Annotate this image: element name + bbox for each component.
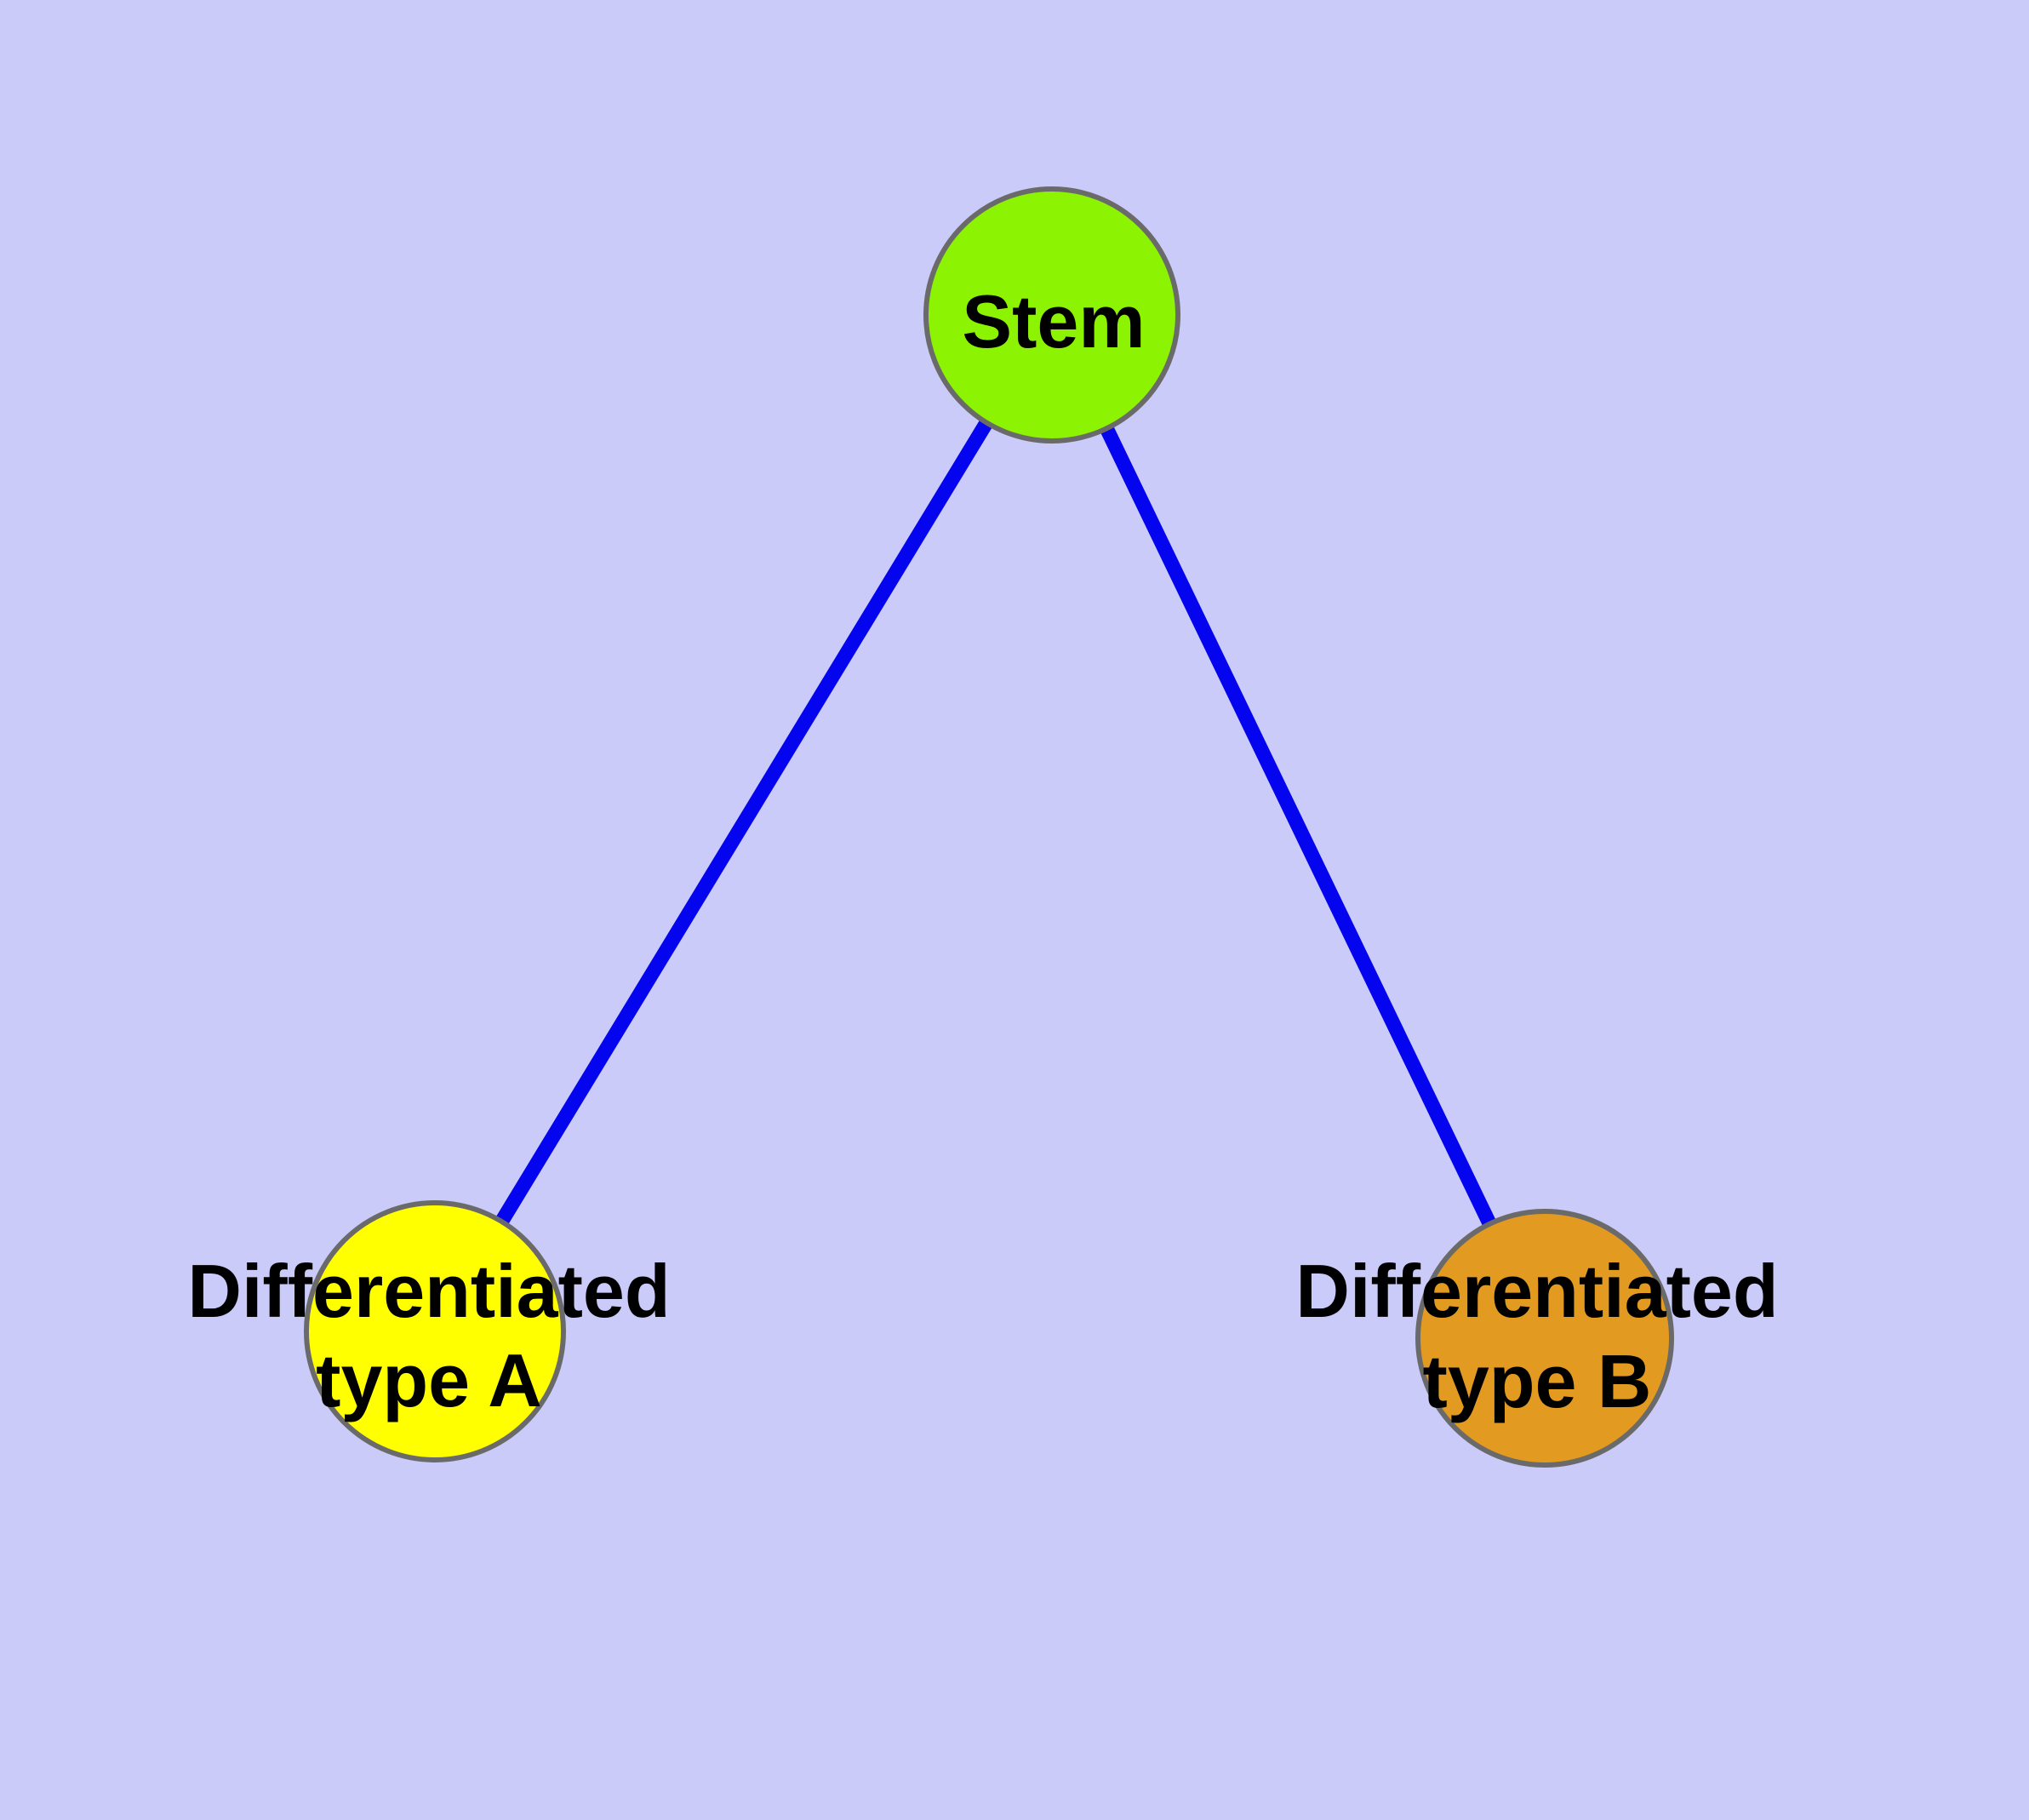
node-type-b-label-line-1: Differentiated — [1295, 1249, 1778, 1333]
node-differentiated-type-b: Differentiated type B — [1295, 1209, 1779, 1468]
node-stem-label: Stem — [962, 279, 1145, 363]
edge-stem-to-type-a — [428, 311, 1059, 1336]
node-stem-circle — [923, 186, 1180, 444]
node-stem: Stem — [923, 186, 1180, 444]
node-type-a-circle — [304, 1200, 566, 1462]
edge-stem-to-type-b — [1045, 312, 1552, 1342]
node-type-a-label-line-1: Differentiated — [187, 1249, 670, 1333]
node-type-b-label-line-2: type B — [1423, 1339, 1652, 1423]
node-type-a-label-line-2: type A — [316, 1338, 542, 1422]
node-type-b-circle — [1415, 1209, 1674, 1468]
node-differentiated-type-a: Differentiated type A — [187, 1200, 671, 1462]
